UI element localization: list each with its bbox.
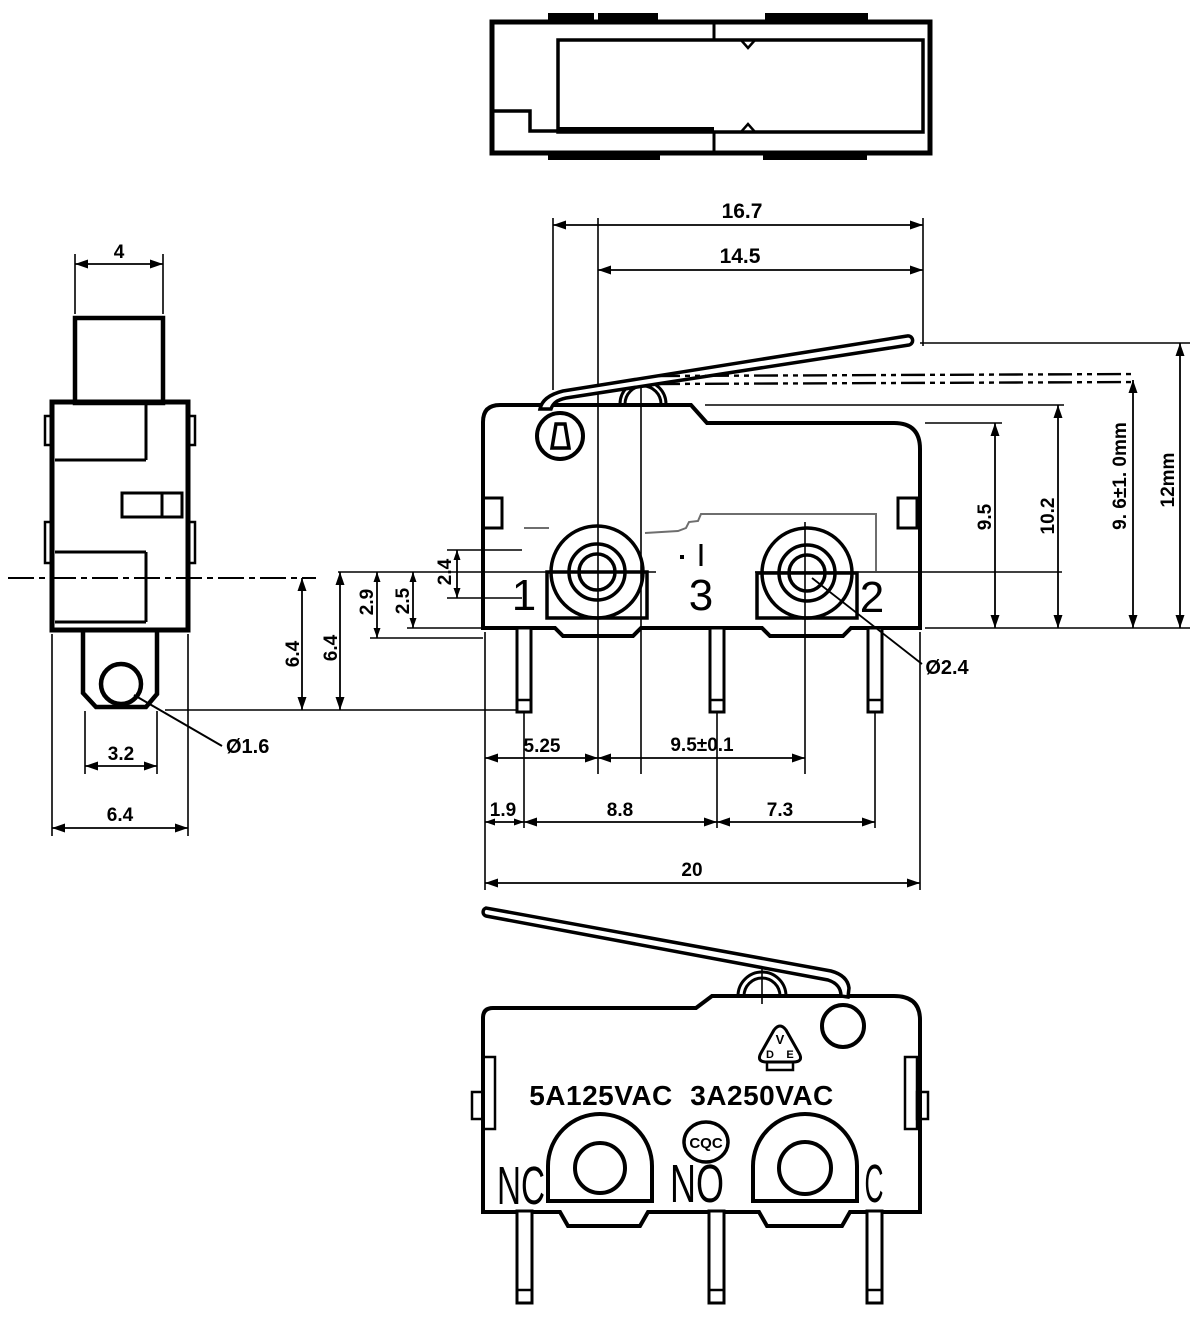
- side-view-dimensions: 4 Ø1.6 3.2 6.4 6.4: [51, 242, 516, 836]
- dim-pin1-to-pin3: 8.8: [607, 800, 633, 821]
- cqc-label: CQC: [689, 1135, 723, 1152]
- bottom-view-terminal-right: [751, 1112, 859, 1203]
- lever-arm: [537, 334, 915, 411]
- dim-hole-height: 2.4: [435, 558, 456, 585]
- front-view-extension-lines: [338, 218, 1190, 890]
- dim-body-width: 20: [681, 860, 702, 881]
- front-view-dimensions: 16.7 14.5 9.5 10.2 9. 6±1. 0mm 12mm 2.4 …: [321, 200, 1185, 888]
- front-view: 1 3 2: [338, 218, 1190, 890]
- dim-edge-to-pin1: 1.9: [490, 800, 516, 821]
- cqc-mark-icon: CQC: [682, 1120, 730, 1164]
- dim-button-width: 4: [114, 242, 125, 263]
- dim-lever-length: 16.7: [722, 200, 763, 223]
- bottom-view-body: [481, 994, 922, 1228]
- dim-terminal-hole-dia: Ø2.4: [925, 657, 969, 679]
- bottom-view: V D E 5A125VAC 3A250VAC CQC NC NO C: [470, 906, 930, 1305]
- bottom-view-lever-arm: [481, 906, 851, 999]
- terminal-label-no: NO: [670, 1154, 724, 1214]
- top-view-inner-body: [556, 38, 925, 134]
- pin-label-2: 2: [860, 573, 884, 622]
- bottom-view-terminal-left: [546, 1112, 654, 1203]
- top-view: [489, 13, 933, 160]
- front-view-right-notch: [896, 496, 919, 530]
- side-view-edge-bumps: [43, 414, 197, 565]
- dim-hole-dia-label: Ø1.6: [226, 736, 269, 758]
- terminal-label-c: C: [865, 1154, 884, 1214]
- pin-label-1: 1: [512, 571, 536, 620]
- vde-letter-e: E: [786, 1049, 793, 1061]
- mold-mark-icon: [535, 411, 585, 461]
- front-view-terminal-right: [755, 526, 859, 620]
- top-view-details: [493, 22, 756, 152]
- dim-hole-to-bottom: 2.5: [393, 587, 414, 614]
- dim-step-height: 10.2: [1038, 498, 1059, 535]
- terminal-label-nc: NC: [497, 1156, 545, 1216]
- dim-body-width: 6.4: [107, 805, 134, 826]
- front-view-terminal-left: [545, 524, 649, 620]
- dim-tab-width: 3.2: [108, 744, 134, 765]
- dim-hole-to-pin-end: 6.4: [321, 634, 342, 661]
- vde-letter-v: V: [776, 1032, 785, 1047]
- front-view-internal-contact-lines: [524, 513, 877, 571]
- dim-terminal-depth: 6.4: [283, 640, 304, 667]
- rating-250vac: 3A250VAC: [690, 1080, 834, 1111]
- vde-letter-d: D: [766, 1049, 774, 1061]
- side-view-button: [72, 315, 166, 406]
- vde-mark-icon: V D E: [758, 1024, 802, 1072]
- side-view: [8, 315, 316, 710]
- side-view-body: [49, 399, 191, 633]
- rating-125vac: 5A125VAC: [529, 1080, 673, 1111]
- bottom-view-pins: [515, 1209, 884, 1305]
- side-view-terminal-hole: [98, 661, 144, 707]
- dim-edge-to-hole: 5.25: [524, 736, 561, 757]
- pin-label-3: 3: [689, 571, 713, 620]
- dim-lever-inner-length: 14.5: [720, 245, 761, 268]
- front-view-left-notch: [481, 496, 504, 530]
- dim-free-position: 9. 6±1. 0mm: [1110, 422, 1131, 530]
- dim-body-height: 9.5: [975, 503, 996, 530]
- dim-hole-pitch: 9.5±0.1: [670, 735, 734, 756]
- side-view-terminal-tab: [80, 630, 160, 710]
- bottom-view-corner-hole: [820, 1003, 866, 1049]
- front-view-pins: [515, 626, 884, 714]
- side-view-internal-lines: [55, 402, 184, 624]
- bottom-view-edge-notches: [470, 1055, 930, 1131]
- dim-pin3-to-pin2: 7.3: [767, 800, 793, 821]
- lever-free-position-centerline: [655, 372, 1137, 386]
- top-view-outer-body: [489, 19, 933, 156]
- top-view-mount-tabs: [548, 13, 868, 160]
- front-view-body: [481, 403, 922, 638]
- dim-lever-tip-height: 12mm: [1158, 453, 1179, 508]
- dim-hole-to-foot: 2.9: [357, 589, 378, 615]
